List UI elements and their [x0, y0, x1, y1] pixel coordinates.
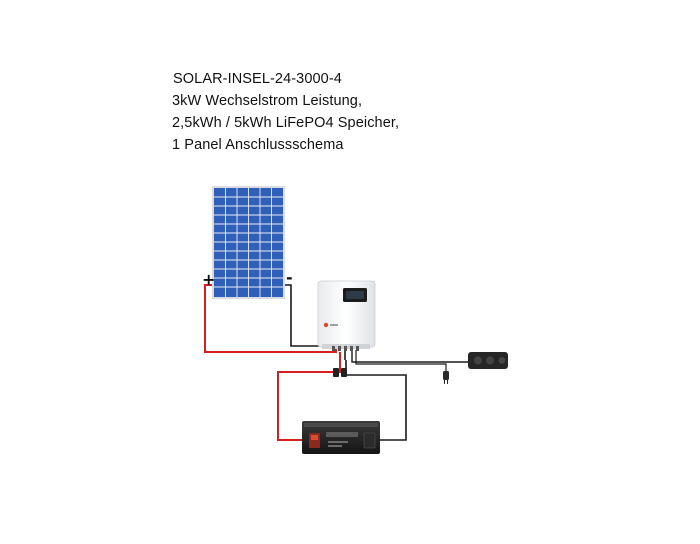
solar-panel	[212, 186, 285, 299]
solar-cell-grid	[214, 188, 283, 297]
title-block: SOLAR-INSEL-24-3000-4 3kW Wechselstrom L…	[172, 68, 399, 156]
battery	[302, 421, 380, 454]
inverter-logo-icon	[323, 322, 329, 328]
title-ac-power: 3kW Wechselstrom Leistung,	[172, 93, 363, 109]
ac-input-cable	[355, 350, 447, 372]
battery-positive-wire	[277, 352, 341, 441]
panel-positive-wire	[204, 284, 337, 353]
panel-plus-label: +	[202, 270, 215, 289]
ac-plug-icon	[443, 371, 449, 384]
title-model: SOLAR-INSEL-24-3000-4	[173, 71, 342, 87]
mc4-connectors	[333, 368, 347, 377]
title-storage: 2,5kWh / 5kWh LiFePO4 Speicher,	[172, 115, 400, 131]
ac-output-cable	[351, 350, 470, 363]
panel-minus-label: -	[286, 268, 293, 287]
socket-strip	[468, 352, 508, 369]
title-scheme: 1 Panel Anschlussschema	[172, 137, 344, 153]
battery-label-plate	[326, 432, 358, 437]
inverter	[317, 280, 376, 351]
battery-negative-terminal	[363, 432, 376, 449]
